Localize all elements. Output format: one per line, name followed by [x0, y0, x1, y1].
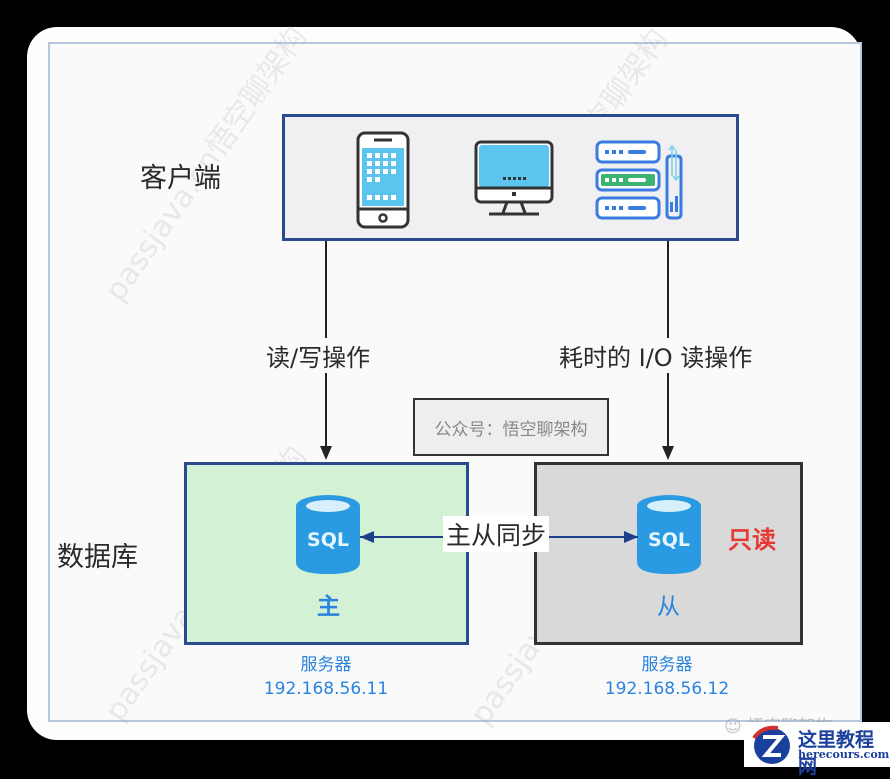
master-sql-text: SQL	[307, 529, 349, 551]
left-arrow-head	[320, 446, 332, 460]
clients-box	[282, 114, 739, 241]
slave-ip: 192.168.56.12	[604, 679, 730, 699]
sync-arrow-left-icon	[360, 531, 374, 543]
database-label: 数据库	[57, 542, 138, 573]
desktop-monitor-icon	[474, 140, 554, 216]
master-server-info: 服务器 192.168.56.11	[256, 653, 396, 701]
slave-sql-text: SQL	[648, 529, 690, 551]
master-ip: 192.168.56.11	[263, 679, 389, 699]
io-read-label: 耗时的 I/O 读操作	[555, 338, 757, 373]
master-role-label: 主	[317, 594, 340, 620]
brand-logo[interactable]: 这里教程网 herecours.com	[744, 722, 890, 778]
official-account-box: 公众号：悟空聊架构	[413, 398, 609, 456]
read-write-label: 读/写操作	[262, 338, 375, 373]
brand-z-icon	[752, 725, 790, 764]
server-rack-icon	[595, 140, 683, 220]
mobile-phone-icon	[356, 131, 410, 229]
readonly-badge: 只读	[728, 526, 776, 554]
slave-server-label: 服务器	[641, 655, 693, 675]
slave-server-info: 服务器 192.168.56.12	[597, 653, 737, 701]
brand-url: herecours.com	[798, 748, 890, 761]
official-account-text: 公众号：悟空聊架构	[434, 419, 588, 440]
clients-label: 客户端	[140, 163, 221, 194]
master-server-label: 服务器	[300, 655, 352, 675]
slave-role-label: 从	[657, 594, 680, 620]
wechat-icon: ☺	[724, 717, 742, 737]
sync-arrow-right-icon	[624, 531, 638, 543]
slave-database-icon: SQL	[637, 495, 701, 574]
right-arrow-head	[662, 446, 674, 460]
sync-label: 主从同步	[443, 516, 550, 552]
master-database-icon: SQL	[296, 495, 360, 574]
